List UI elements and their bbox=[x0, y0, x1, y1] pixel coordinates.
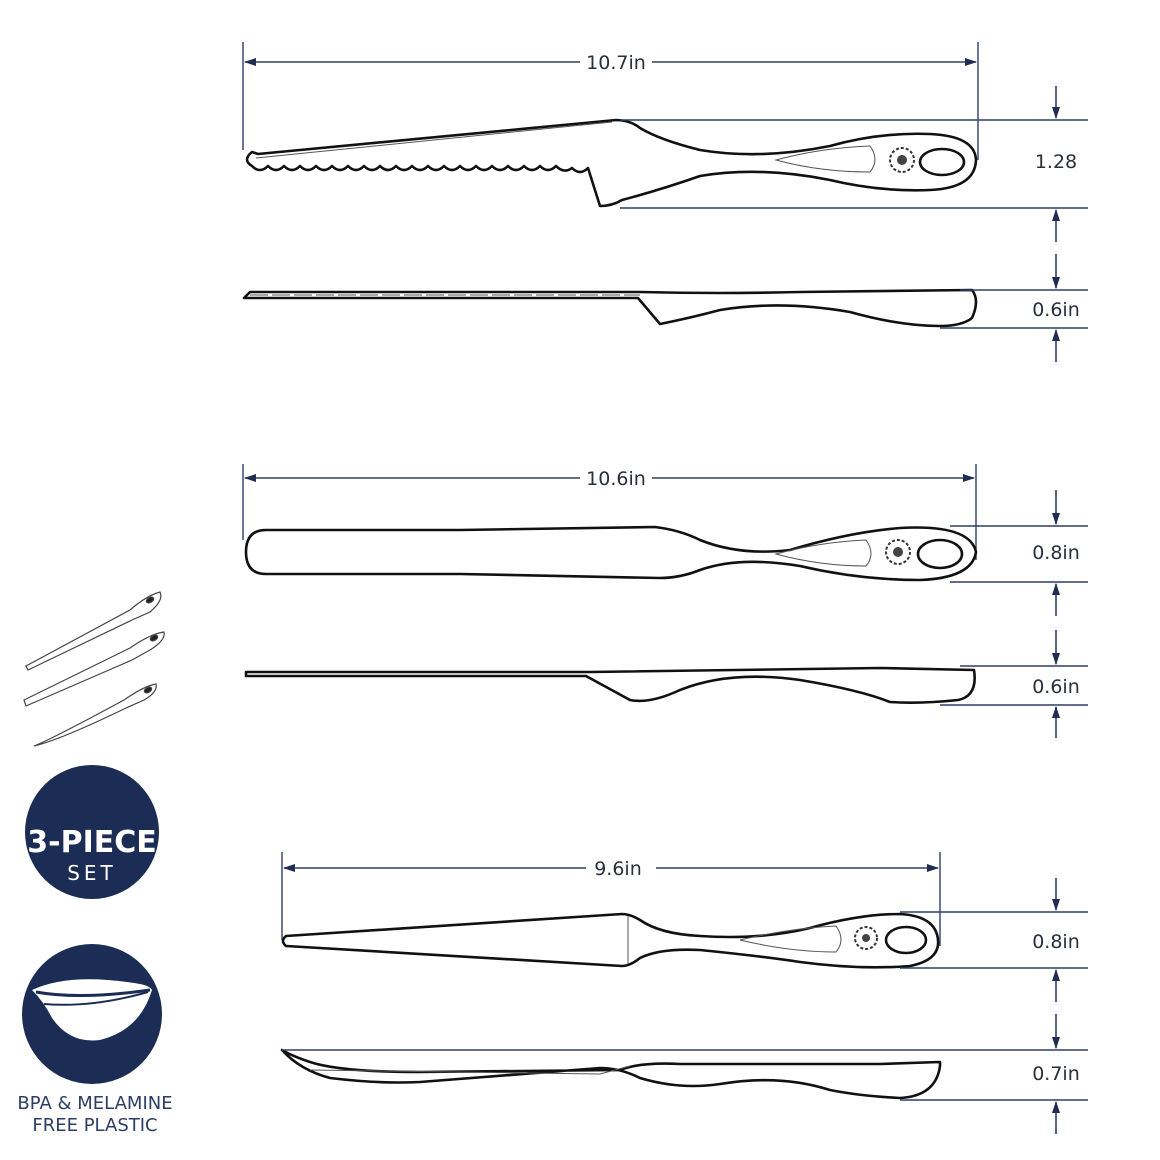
emblem-icon bbox=[885, 539, 911, 565]
emblem-icon bbox=[854, 926, 878, 950]
knife-3-width-label: 0.8in bbox=[1032, 931, 1080, 953]
set-thumbnail-icon bbox=[23, 591, 165, 747]
leaf-icon bbox=[32, 979, 152, 1041]
three-piece-set-badge: 3-PIECE SET bbox=[25, 765, 159, 899]
bpa-free-badge bbox=[22, 944, 162, 1084]
emblem-icon bbox=[889, 147, 915, 173]
knife-3-length-label: 9.6in bbox=[594, 858, 642, 880]
badge-line1: 3-PIECE bbox=[27, 825, 156, 860]
knife-1-thickness-label: 0.6in bbox=[1032, 299, 1080, 321]
badge-line2: SET bbox=[67, 861, 117, 885]
knife-2-side-view: 0.6in bbox=[244, 630, 1088, 738]
knife-1-width-label: 1.28 bbox=[1035, 151, 1077, 173]
knife-3-top-view: 9.6in 0.8in bbox=[281, 852, 1088, 1002]
knife-3-thickness-label: 0.7in bbox=[1032, 1063, 1080, 1085]
knife-1-side-view: 0.6in bbox=[242, 254, 1088, 362]
knife-2-top-view: 10.6in 0.8in bbox=[242, 464, 1088, 616]
knife-2-length-label: 10.6in bbox=[586, 468, 646, 490]
knife-2-width-label: 0.8in bbox=[1032, 542, 1080, 564]
bpa-caption-line1: BPA & MELAMINE bbox=[17, 1093, 173, 1114]
bpa-caption: BPA & MELAMINE FREE PLASTIC bbox=[0, 1093, 190, 1137]
knife-2-thickness-label: 0.6in bbox=[1032, 676, 1080, 698]
knife-3-side-view: 0.7in bbox=[280, 1014, 1088, 1134]
knife-1-top-view: 10.7in 1.28 bbox=[242, 42, 1088, 242]
knife-1-length-label: 10.7in bbox=[586, 52, 646, 74]
bpa-caption-line2: FREE PLASTIC bbox=[32, 1115, 158, 1136]
